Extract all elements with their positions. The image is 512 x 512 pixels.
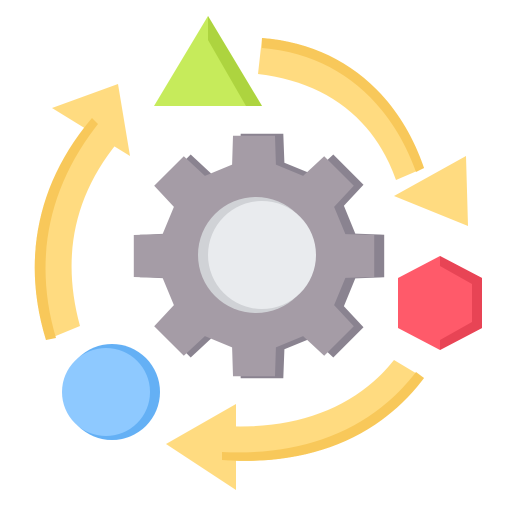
cycle-arrow-bottom-icon — [166, 360, 424, 490]
circle-shape-icon — [62, 344, 160, 440]
cycle-arrow-top-right-icon — [258, 38, 468, 226]
cycle-arrow-left-icon — [34, 84, 130, 340]
triangle-shape-icon — [154, 16, 262, 106]
hexagon-shape-icon — [398, 256, 482, 350]
gear-hub — [208, 201, 316, 309]
gear-icon — [133, 133, 385, 379]
